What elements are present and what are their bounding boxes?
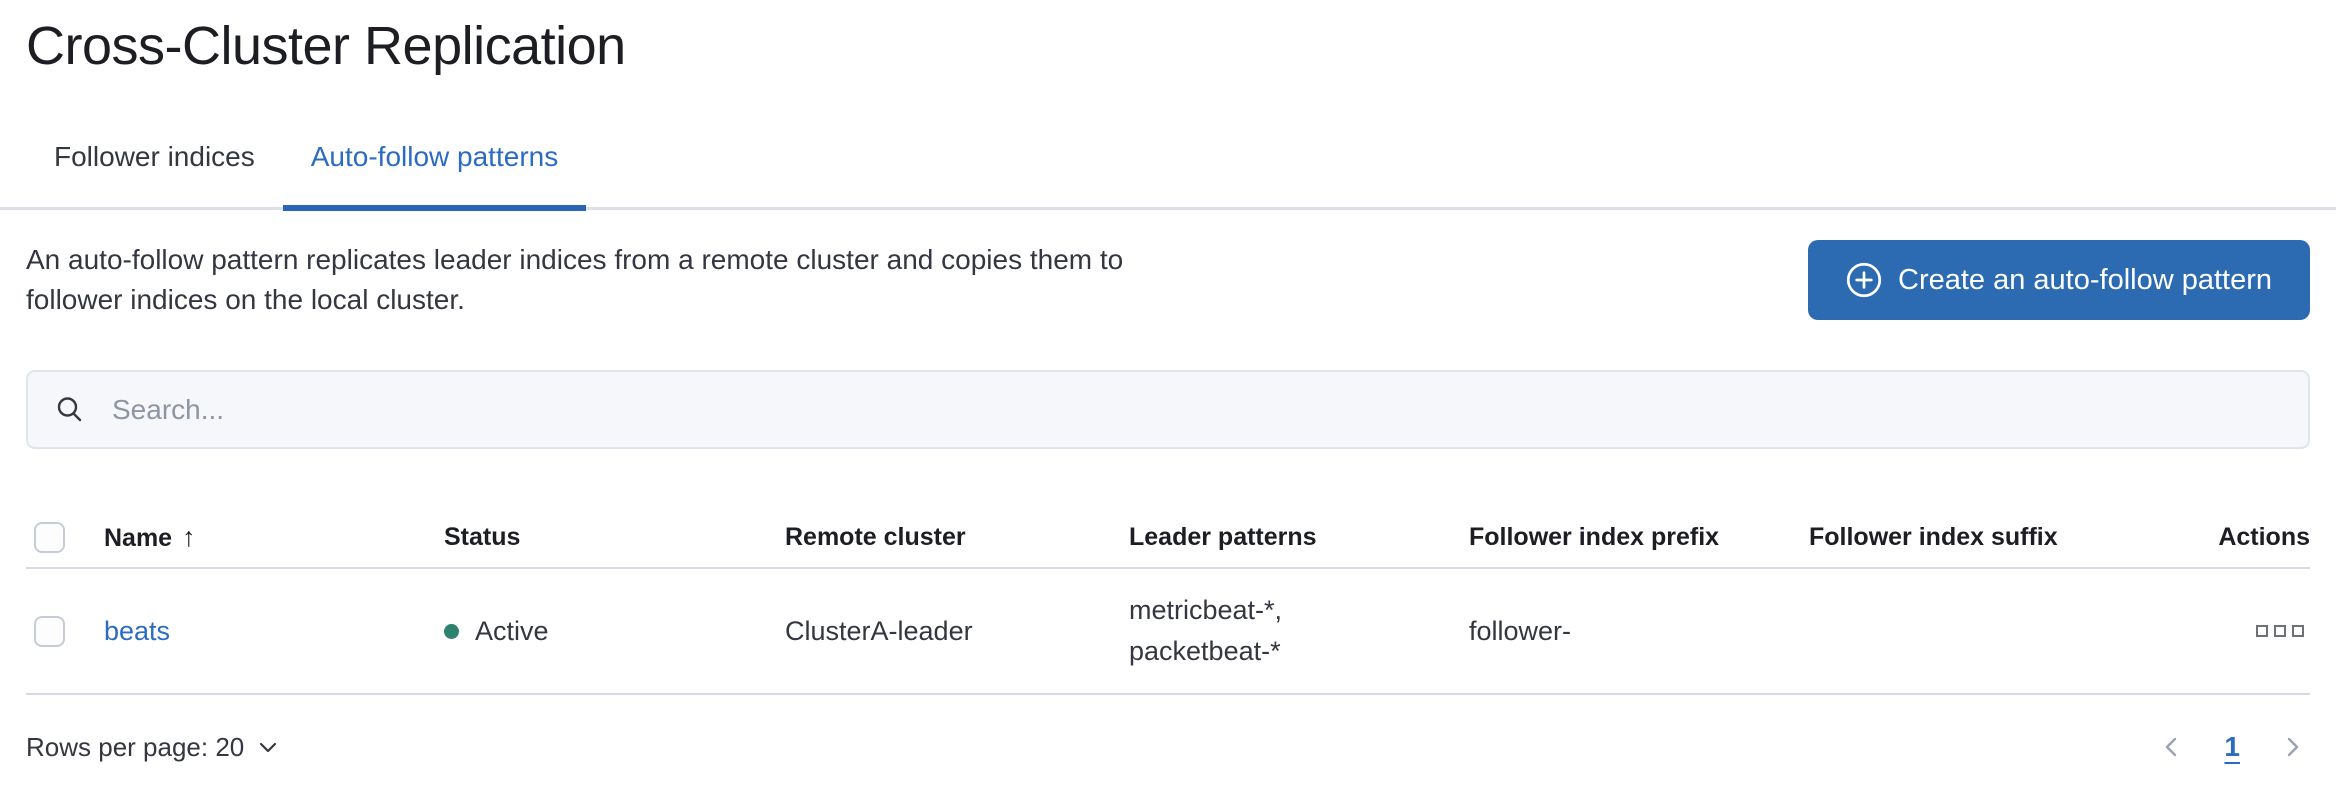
leader-patterns-cell: metricbeat-*, packetbeat-* bbox=[1129, 590, 1469, 672]
search-icon bbox=[57, 396, 82, 421]
status-active-dot-icon bbox=[444, 623, 459, 639]
tab-bar-divider bbox=[0, 207, 2336, 210]
status-cell: Active bbox=[444, 616, 785, 647]
pagination: 1 bbox=[2154, 729, 2310, 765]
ccr-page: Cross-Cluster Replication Follower indic… bbox=[0, 16, 2336, 765]
column-header-remote-cluster: Remote cluster bbox=[785, 522, 966, 551]
intro-section: An auto-follow pattern replicates leader… bbox=[26, 240, 2310, 320]
create-auto-follow-pattern-button[interactable]: Create an auto-follow pattern bbox=[1808, 240, 2310, 320]
column-header-status: Status bbox=[444, 522, 521, 551]
row-checkbox[interactable] bbox=[34, 615, 65, 647]
leader-pattern-line: packetbeat-* bbox=[1129, 636, 1281, 666]
create-button-label: Create an auto-follow pattern bbox=[1898, 263, 2272, 296]
select-all-checkbox[interactable] bbox=[34, 521, 65, 553]
tab-auto-follow-patterns[interactable]: Auto-follow patterns bbox=[282, 140, 587, 211]
status-label: Active bbox=[475, 615, 549, 646]
search-bar bbox=[26, 370, 2310, 449]
column-header-name[interactable]: Name↑ bbox=[104, 521, 196, 552]
sort-ascending-icon: ↑ bbox=[182, 521, 196, 552]
tab-bar: Follower indices Auto-follow patterns bbox=[0, 140, 2336, 211]
search-input[interactable] bbox=[112, 393, 2282, 426]
column-header-follower-index-suffix: Follower index suffix bbox=[1809, 522, 2058, 551]
rows-per-page-label: Rows per page: 20 bbox=[26, 731, 245, 762]
table-header-row: Name↑ Status Remote cluster Leader patte… bbox=[26, 507, 2310, 569]
table-footer: Rows per page: 20 1 bbox=[26, 729, 2310, 765]
auto-follow-patterns-table: Name↑ Status Remote cluster Leader patte… bbox=[26, 507, 2310, 695]
rows-per-page-selector[interactable]: Rows per page: 20 bbox=[26, 732, 280, 763]
auto-follow-description: An auto-follow pattern replicates leader… bbox=[26, 244, 1124, 315]
table-row: beats Active ClusterA-leader metricbeat-… bbox=[26, 569, 2310, 695]
chevron-left-icon[interactable] bbox=[2154, 729, 2190, 765]
chevron-right-icon[interactable] bbox=[2274, 729, 2310, 765]
tab-follower-indices[interactable]: Follower indices bbox=[54, 141, 255, 172]
page-title: Cross-Cluster Replication bbox=[26, 16, 626, 76]
column-header-actions: Actions bbox=[2218, 522, 2310, 551]
remote-cluster-cell: ClusterA-leader bbox=[785, 615, 973, 646]
follower-index-prefix-cell: follower- bbox=[1469, 615, 1572, 646]
column-header-follower-index-prefix: Follower index prefix bbox=[1469, 522, 1720, 551]
leader-pattern-line: metricbeat-*, bbox=[1129, 595, 1283, 625]
boxes-horizontal-icon[interactable] bbox=[2250, 619, 2310, 643]
column-header-leader-patterns: Leader patterns bbox=[1129, 522, 1317, 551]
chevron-down-icon bbox=[260, 742, 277, 753]
page-number-1[interactable]: 1 bbox=[2224, 731, 2240, 762]
pattern-name-link[interactable]: beats bbox=[104, 615, 171, 646]
plus-in-circle-icon bbox=[1846, 262, 1882, 298]
